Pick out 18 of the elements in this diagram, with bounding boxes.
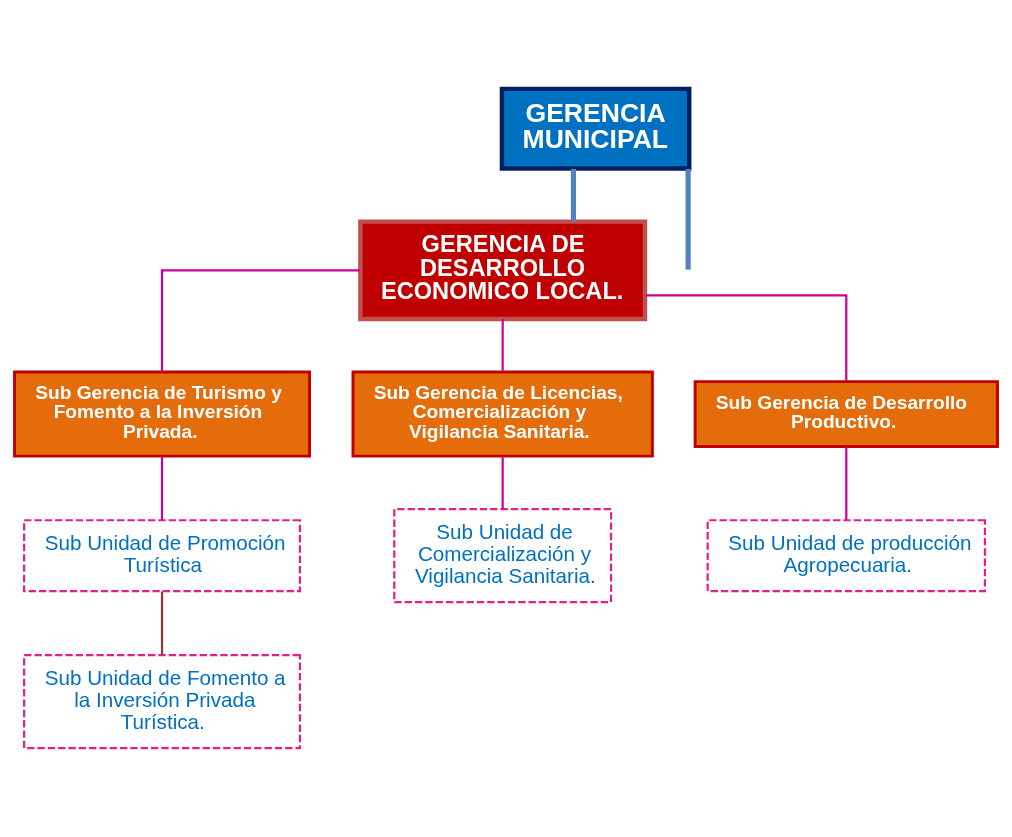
connector bbox=[645, 294, 848, 381]
node-box: Sub Unidad de Fomento a la Inversión Privada Turística. bbox=[23, 654, 301, 750]
connector bbox=[501, 318, 504, 372]
node-box: Sub Unidad de producción Agropecuaria. bbox=[706, 519, 987, 593]
connector bbox=[845, 446, 848, 520]
connector bbox=[160, 456, 164, 521]
node-box: Sub Unidad de Comercialización y Vigilancia Sanitaria. bbox=[393, 508, 613, 604]
node-box: GERENCIA MUNICIPAL bbox=[499, 86, 692, 171]
connector bbox=[570, 168, 577, 222]
node-box: Sub Gerencia de Turismo y Fomento a la Inversión Privada. bbox=[13, 370, 311, 458]
node-box: GERENCIA DE DESARROLLO ECONOMICO LOCAL. bbox=[358, 219, 648, 322]
node-box: Sub Unidad de Promoción Turística bbox=[23, 519, 301, 593]
connector bbox=[160, 269, 361, 372]
connector bbox=[501, 456, 504, 509]
node-box: Sub Gerencia de Licencias, Comercialización y Vigilancia Sanitaria. bbox=[351, 370, 654, 458]
node-box: Sub Gerencia de Desarrollo Productivo. bbox=[693, 380, 999, 448]
connector bbox=[685, 168, 691, 270]
connector bbox=[160, 591, 164, 655]
